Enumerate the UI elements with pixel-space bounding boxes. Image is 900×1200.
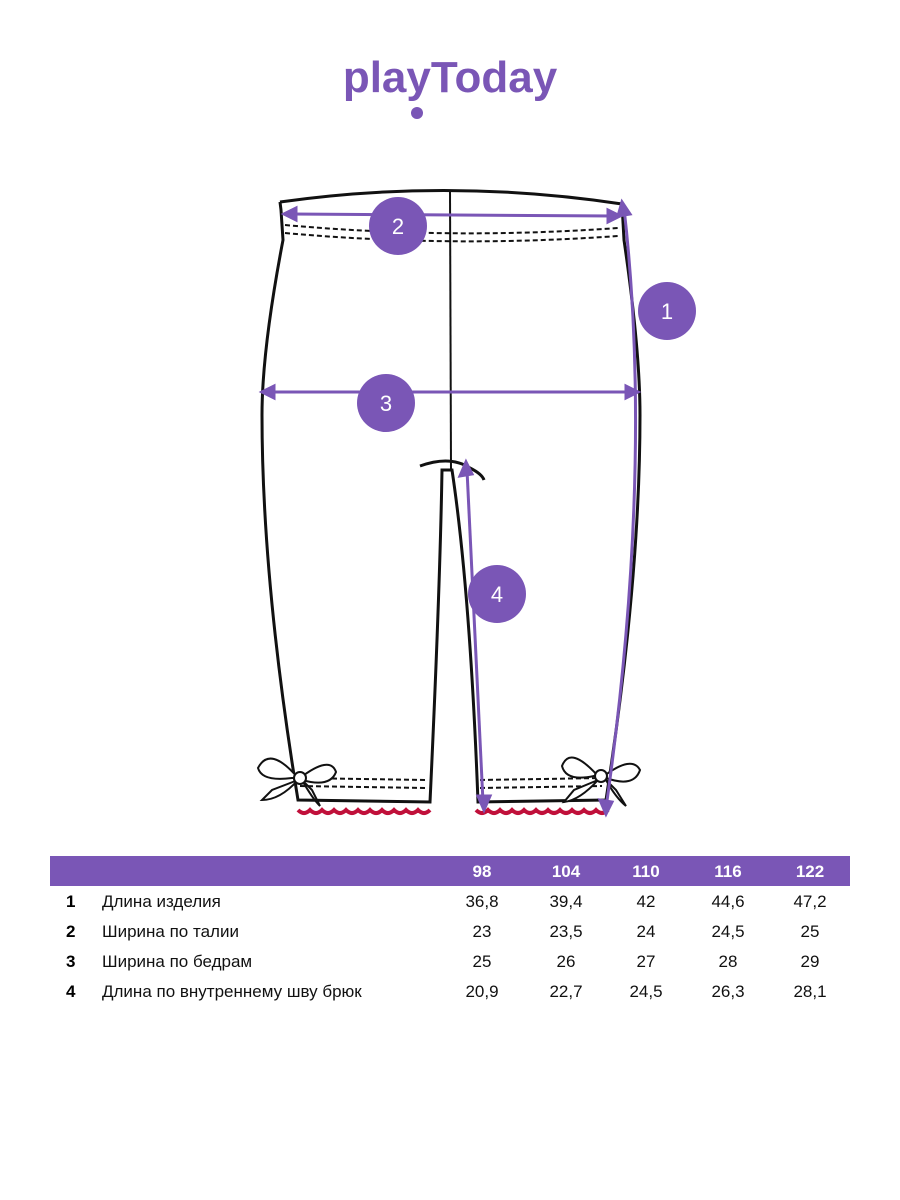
table-cell: 29: [800, 952, 820, 971]
callout-2: 2: [369, 197, 427, 255]
lace-trim-left: [296, 807, 432, 815]
row-number: 1: [66, 892, 76, 911]
logo-dot: [411, 107, 423, 119]
size-table: 98 104 110 116 122 1 Длина изделия 36,8 …: [50, 856, 850, 1006]
table-cell: 24: [636, 922, 656, 941]
row-label: Длина по внутреннему шву брюк: [102, 982, 362, 1001]
table-cell: 36,8: [465, 892, 499, 911]
table-cell: 44,6: [711, 892, 745, 911]
svg-text:2: 2: [392, 214, 404, 239]
row-label: Длина изделия: [102, 892, 221, 911]
lace-trim-right: [474, 807, 610, 815]
table-cell: 28: [718, 952, 738, 971]
table-cell: 20,9: [465, 982, 499, 1001]
table-cell: 25: [472, 952, 492, 971]
table-cell: 24,5: [629, 982, 663, 1001]
table-cell: 26,3: [711, 982, 745, 1001]
table-cell: 22,7: [549, 982, 583, 1001]
bow-left-icon: [256, 757, 338, 807]
size-header-row: 98 104 110 116 122: [50, 856, 850, 886]
table-cell: 27: [636, 952, 656, 971]
table-row: 1 Длина изделия 36,8 39,4 42 44,6 47,2: [50, 886, 850, 916]
svg-text:4: 4: [491, 582, 503, 607]
row-number: 3: [66, 952, 76, 971]
table-row: 2 Ширина по талии 23 23,5 24 24,5 25: [50, 916, 850, 946]
leggings-outline: [260, 201, 642, 804]
size-header-cell: 122: [795, 862, 825, 881]
size-header-cell: 98: [472, 862, 492, 881]
table-cell: 47,2: [793, 892, 827, 911]
table-row: 3 Ширина по бедрам 25 26 27 28 29: [50, 946, 850, 976]
size-header-cell: 104: [551, 862, 581, 881]
table-cell: 23: [472, 922, 492, 941]
garment-drawing: 2 1 3 4: [0, 170, 900, 830]
callout-1: 1: [638, 282, 696, 340]
svg-text:playToday: playToday: [343, 53, 558, 102]
table-cell: 28,1: [793, 982, 827, 1001]
size-header-cell: 110: [632, 862, 660, 881]
table-cell: 24,5: [711, 922, 745, 941]
table-row: 4 Длина по внутреннему шву брюк 20,9 22,…: [50, 976, 850, 1006]
svg-text:3: 3: [380, 391, 392, 416]
bow-right-icon: [560, 756, 642, 807]
brand-logo: playToday: [0, 40, 900, 130]
row-label: Ширина по талии: [102, 922, 239, 941]
playtoday-logo: playToday: [343, 53, 558, 119]
row-number: 4: [66, 982, 76, 1001]
callout-4: 4: [468, 565, 526, 623]
leggings-sketch: 2 1 3 4: [256, 188, 696, 818]
table-cell: 39,4: [549, 892, 583, 911]
table-cell: 23,5: [549, 922, 583, 941]
svg-text:1: 1: [661, 299, 673, 324]
row-number: 2: [66, 922, 76, 941]
table-cell: 25: [800, 922, 820, 941]
table-cell: 26: [556, 952, 576, 971]
table-cell: 42: [636, 892, 656, 911]
size-header-cell: 116: [714, 862, 742, 881]
row-label: Ширина по бедрам: [102, 952, 253, 971]
callout-3: 3: [357, 374, 415, 432]
